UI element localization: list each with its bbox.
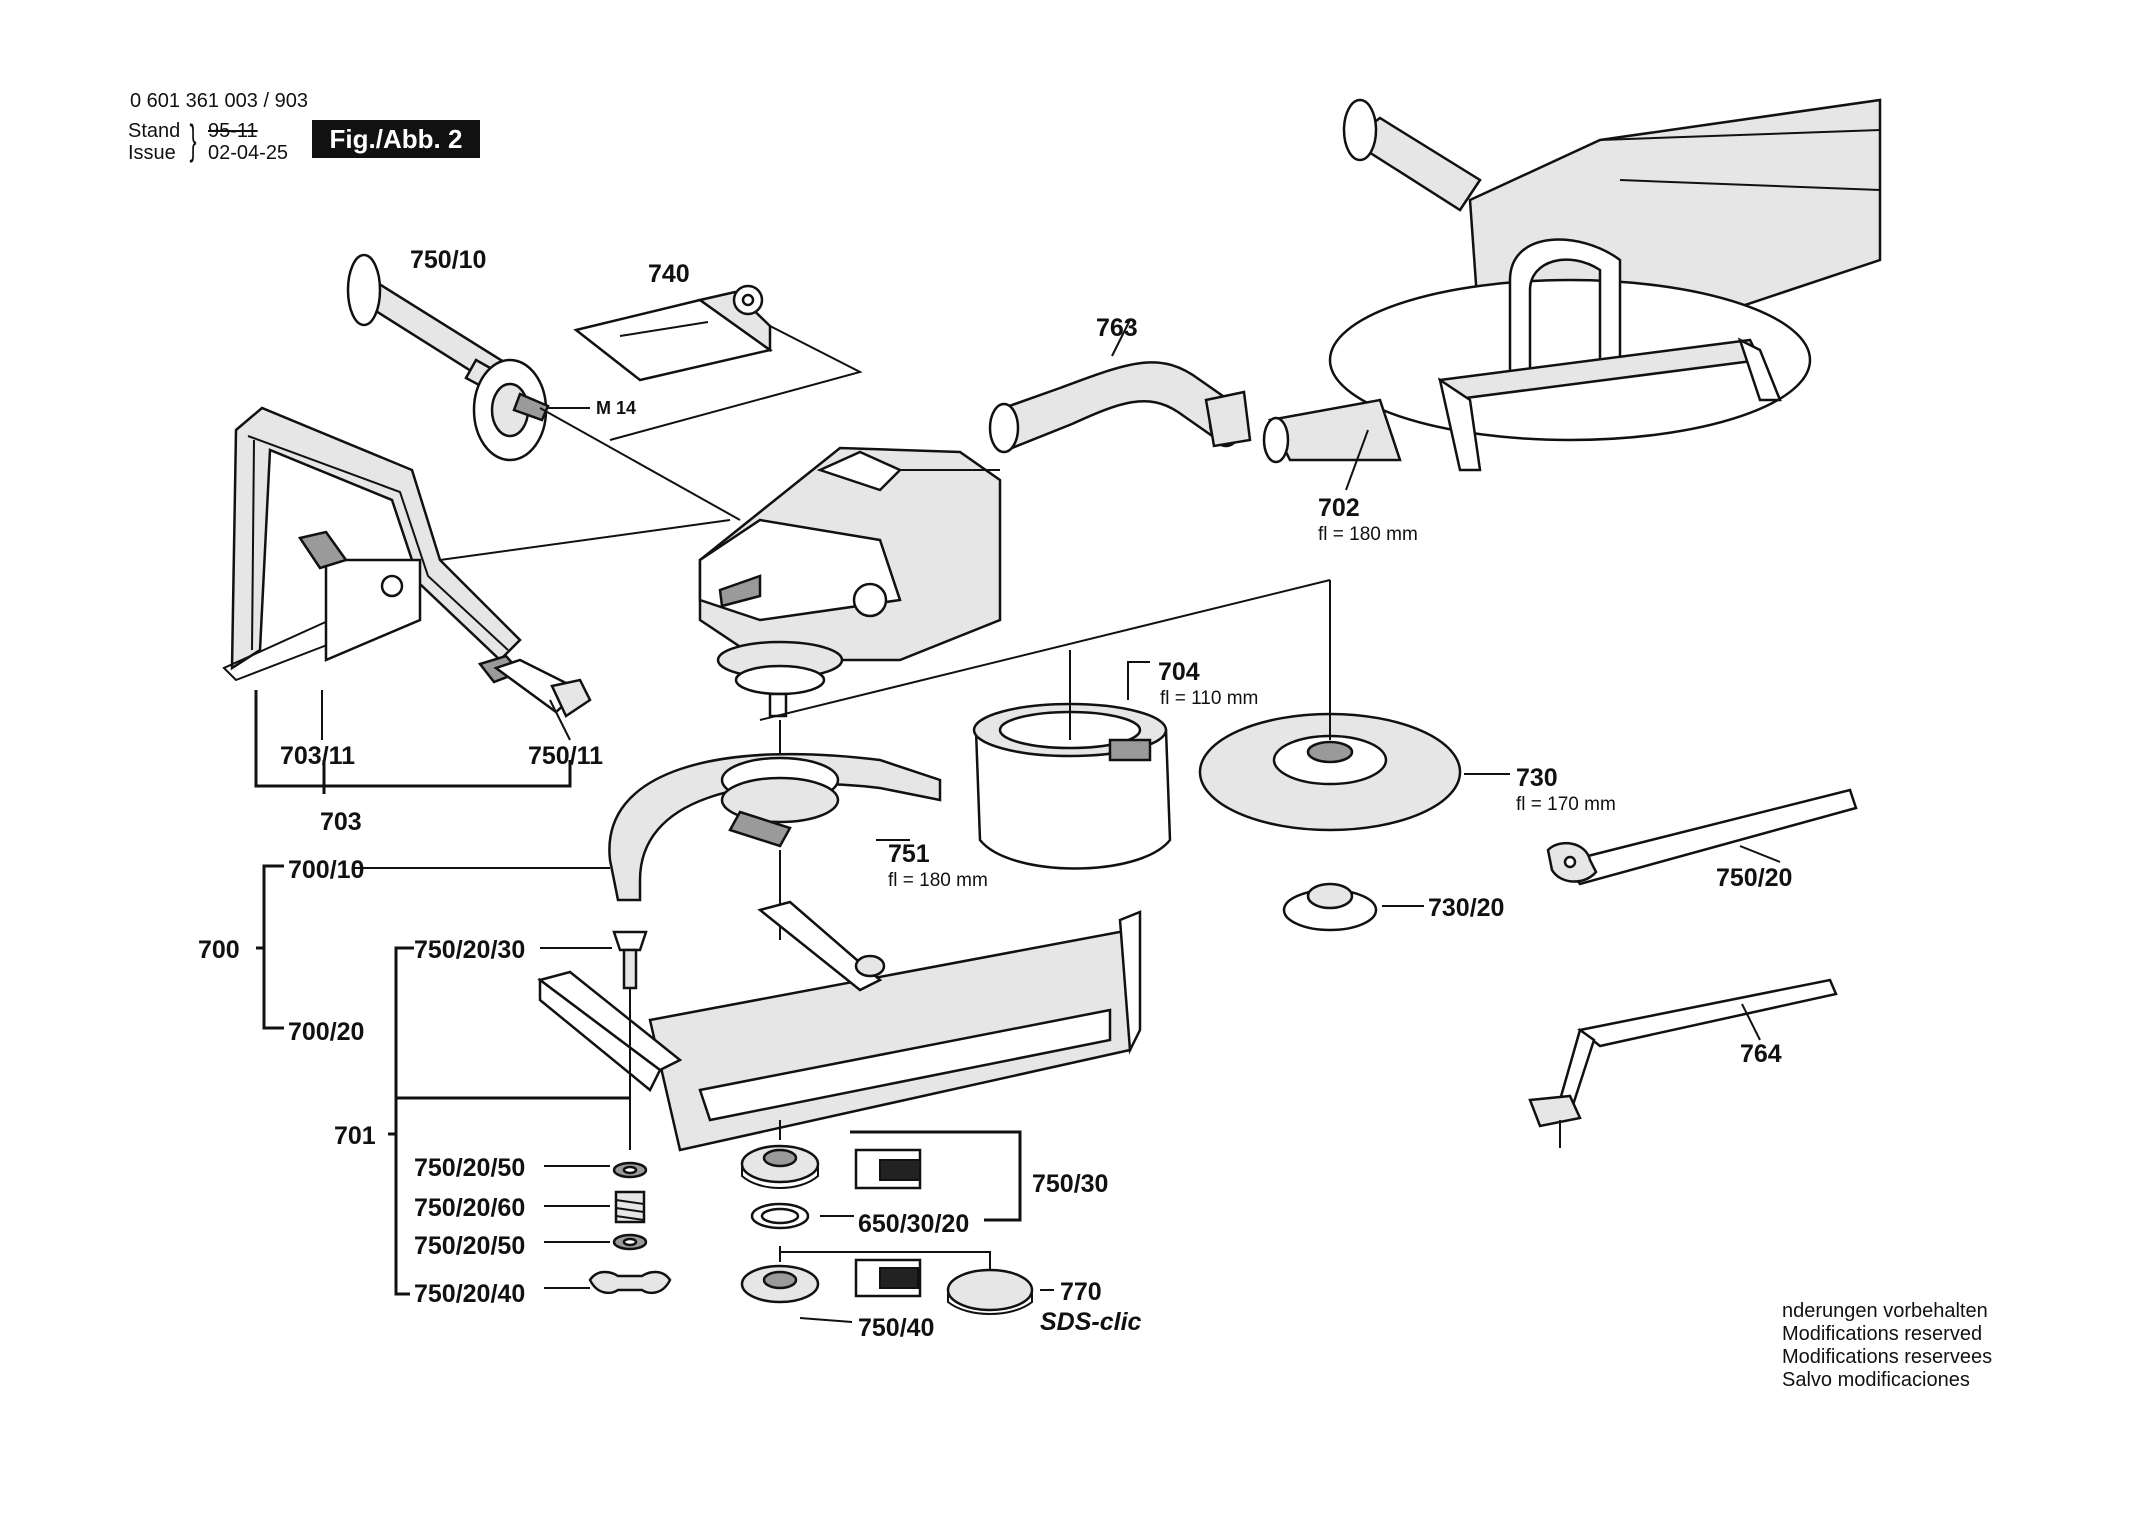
label-730-size: fl = 170 mm (1516, 794, 1616, 815)
bracket-750-30 (850, 1130, 1022, 1222)
bracket-700 (262, 864, 284, 1030)
label-750-11: 750/11 (528, 742, 603, 770)
label-750-20: 750/20 (1716, 864, 1792, 892)
label-m14: M 14 (596, 398, 636, 418)
hoop-handle-drawing (222, 406, 731, 718)
cutting-disc-drawing (759, 579, 1462, 932)
label-702-size: fl = 180 mm (1318, 524, 1418, 545)
label-751-size: fl = 180 mm (888, 870, 988, 891)
figure-label: Fig./Abb. 2 (312, 120, 480, 158)
spanner-764-drawing (1528, 978, 1838, 1148)
issue-value: 02-04-25 (208, 142, 289, 164)
label-750-20-50-a: 750/20/50 (414, 1154, 525, 1182)
spanner-750-20-drawing (1546, 788, 1858, 886)
modification-notes: nderungen vorbehalten Modifications rese… (1782, 1300, 1992, 1392)
label-750-10: 750/10 (410, 246, 486, 274)
label-750-20-50-b: 750/20/50 (414, 1232, 525, 1260)
label-750-20-40: 750/20/40 (414, 1280, 525, 1308)
hose-drawing (988, 361, 1252, 454)
note-line: Modifications reservees (1782, 1346, 1993, 1368)
label-764: 764 (1740, 1040, 1782, 1068)
label-650-30-20: 650/30/20 (858, 1210, 969, 1238)
bracket-703 (254, 690, 572, 788)
side-handle-drawing (346, 253, 590, 462)
label-700: 700 (198, 936, 240, 964)
stand-label: Stand (128, 120, 181, 142)
bracket-701 (394, 946, 414, 1296)
label-sds-clic: SDS-clic (1040, 1308, 1142, 1336)
label-701: 701 (334, 1122, 376, 1150)
label-750-30: 750/30 (1032, 1170, 1108, 1198)
angle-grinder-drawing (698, 446, 1002, 790)
label-703: 703 (320, 808, 362, 836)
label-751: 751 (888, 840, 930, 868)
label-763: 763 (1096, 314, 1138, 342)
flange-and-nut-drawing (740, 1120, 1034, 1315)
label-700-10: 700/10 (288, 856, 364, 884)
label-750-20-30: 750/20/30 (414, 936, 525, 964)
extraction-hood-drawing (972, 650, 1172, 870)
label-702: 702 (1318, 494, 1360, 522)
stand-value: 95-11 (208, 120, 258, 142)
label-704: 704 (1158, 658, 1200, 686)
grinder-with-stand-drawing (1262, 98, 1882, 472)
bracket-drawing (539, 284, 863, 521)
label-703-11: 703/11 (280, 742, 355, 770)
label-730-20: 730/20 (1428, 894, 1504, 922)
cutting-guide-drawing (537, 900, 1142, 1152)
label-750-20-60: 750/20/60 (414, 1194, 525, 1222)
issue-label: Issue (128, 142, 176, 164)
label-750-40: 750/40 (858, 1314, 934, 1342)
note-line: nderungen vorbehalten (1782, 1300, 1988, 1322)
wheel-guard-drawing (608, 752, 942, 940)
label-704-size: fl = 110 mm (1160, 688, 1258, 709)
note-line: Salvo modificaciones (1782, 1369, 1970, 1391)
label-740: 740 (648, 260, 690, 288)
label-700-20: 700/20 (288, 1018, 364, 1046)
part-number: 0 601 361 003 / 903 (130, 90, 308, 112)
brace-icon: } (189, 116, 197, 163)
label-770: 770 (1060, 1278, 1102, 1306)
label-730: 730 (1516, 764, 1558, 792)
wing-nut-stack-drawing (588, 1161, 672, 1295)
note-line: Modifications reserved (1782, 1323, 1983, 1345)
